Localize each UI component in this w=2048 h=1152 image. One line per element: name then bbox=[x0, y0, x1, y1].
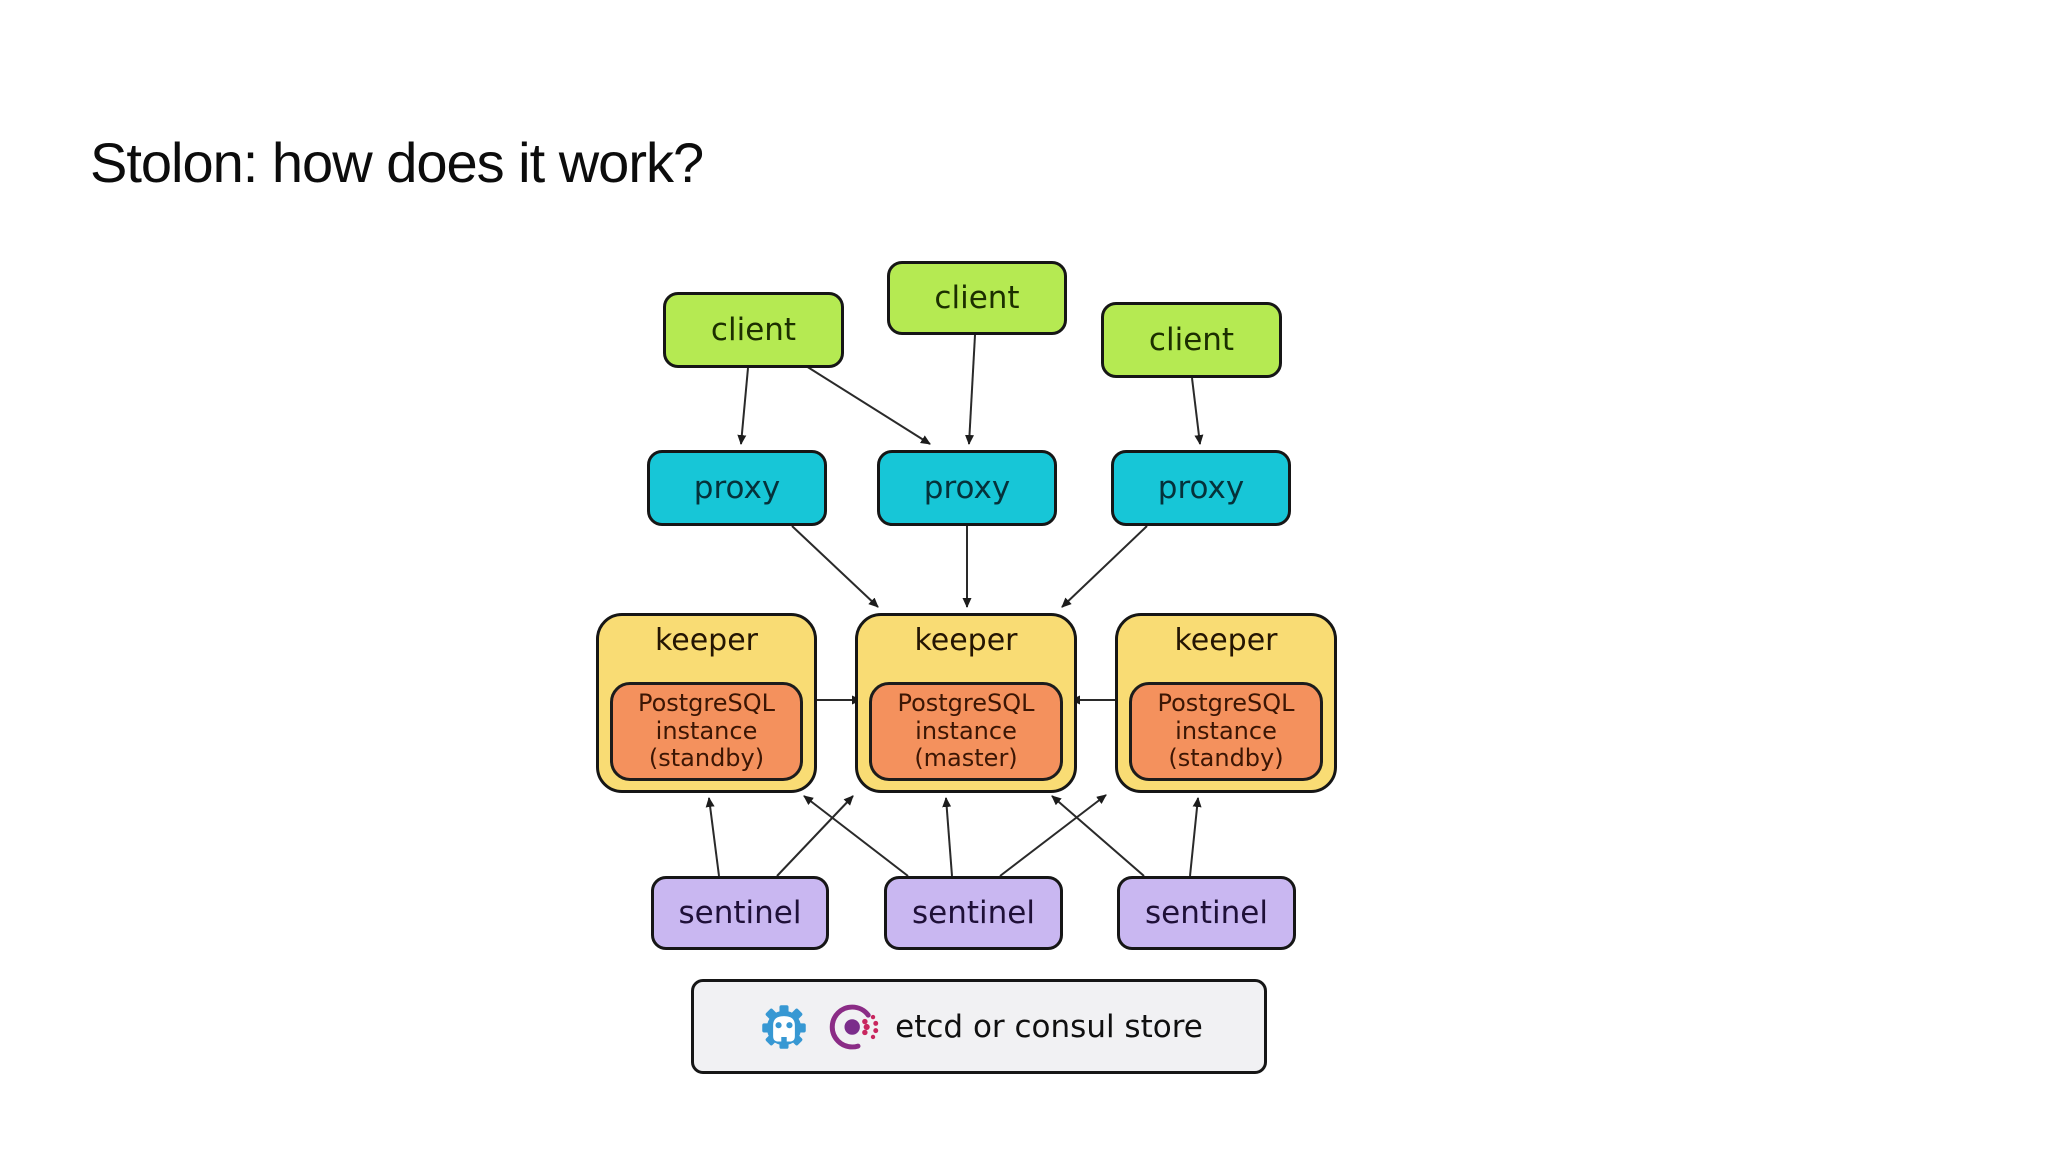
edge-proxy1-keeper2 bbox=[791, 525, 879, 608]
keeper-label: keeper bbox=[654, 623, 759, 658]
edge-sentinel2-keeper3 bbox=[999, 794, 1107, 877]
proxy-label: proxy bbox=[1157, 470, 1245, 506]
sentinel-label: sentinel bbox=[1145, 895, 1268, 931]
client-label: client bbox=[934, 280, 1020, 316]
node-postgres-standby-1: PostgreSQL instance (standby) bbox=[610, 682, 803, 781]
edge-sentinel2-keeper1 bbox=[803, 795, 909, 877]
keeper-label: keeper bbox=[1174, 623, 1278, 658]
page-title: Stolon: how does it work? bbox=[90, 131, 704, 194]
edge-sentinel1-keeper1 bbox=[705, 797, 720, 877]
node-postgres-standby-3: PostgreSQL instance (standby) bbox=[1129, 682, 1323, 781]
node-store: etcd or consul store bbox=[691, 979, 1267, 1074]
etcd-logo-icon bbox=[755, 998, 813, 1056]
keeper-label: keeper bbox=[914, 623, 1018, 658]
consul-logo-icon bbox=[825, 998, 883, 1056]
edge-sentinel1-keeper2 bbox=[776, 795, 854, 877]
postgres-line: instance bbox=[655, 716, 758, 745]
proxy-label: proxy bbox=[923, 470, 1011, 506]
postgres-line: (master) bbox=[914, 744, 1018, 773]
node-keeper-1: keeper PostgreSQL instance (standby) bbox=[596, 613, 817, 793]
edge-client1-proxy2 bbox=[805, 365, 931, 445]
node-client-3: client bbox=[1101, 302, 1282, 378]
store-label: etcd or consul store bbox=[895, 1008, 1203, 1045]
edge-client2-proxy2 bbox=[965, 334, 976, 445]
postgres-line: PostgreSQL bbox=[1157, 688, 1295, 717]
sentinel-label: sentinel bbox=[912, 895, 1035, 931]
node-proxy-3: proxy bbox=[1111, 450, 1291, 526]
postgres-line: instance bbox=[915, 716, 1017, 745]
node-sentinel-3: sentinel bbox=[1117, 876, 1296, 950]
client-label: client bbox=[710, 312, 797, 348]
edge-client3-proxy3 bbox=[1191, 377, 1204, 445]
sentinel-label: sentinel bbox=[678, 895, 802, 931]
node-client-1: client bbox=[663, 292, 844, 368]
postgres-line: PostgreSQL bbox=[637, 688, 776, 717]
edge-sentinel3-keeper3 bbox=[1189, 797, 1202, 877]
node-proxy-2: proxy bbox=[877, 450, 1057, 526]
node-sentinel-2: sentinel bbox=[884, 876, 1063, 950]
postgres-line: instance bbox=[1175, 716, 1277, 745]
node-postgres-master: PostgreSQL instance (master) bbox=[869, 682, 1063, 781]
edge-sentinel2-keeper2 bbox=[942, 797, 953, 877]
node-keeper-2: keeper PostgreSQL instance (master) bbox=[855, 613, 1077, 793]
node-keeper-3: keeper PostgreSQL instance (standby) bbox=[1115, 613, 1337, 793]
edge-sentinel3-keeper2 bbox=[1051, 795, 1145, 877]
node-proxy-1: proxy bbox=[647, 450, 827, 526]
edge-proxy3-keeper2 bbox=[1061, 525, 1148, 608]
edge-client1-proxy1 bbox=[737, 367, 749, 445]
postgres-line: PostgreSQL bbox=[897, 688, 1035, 717]
postgres-line: (standby) bbox=[648, 744, 765, 773]
proxy-label: proxy bbox=[693, 470, 781, 506]
postgres-line: (standby) bbox=[1168, 744, 1284, 773]
client-label: client bbox=[1148, 322, 1235, 358]
node-sentinel-1: sentinel bbox=[651, 876, 829, 950]
node-client-2: client bbox=[887, 261, 1067, 335]
